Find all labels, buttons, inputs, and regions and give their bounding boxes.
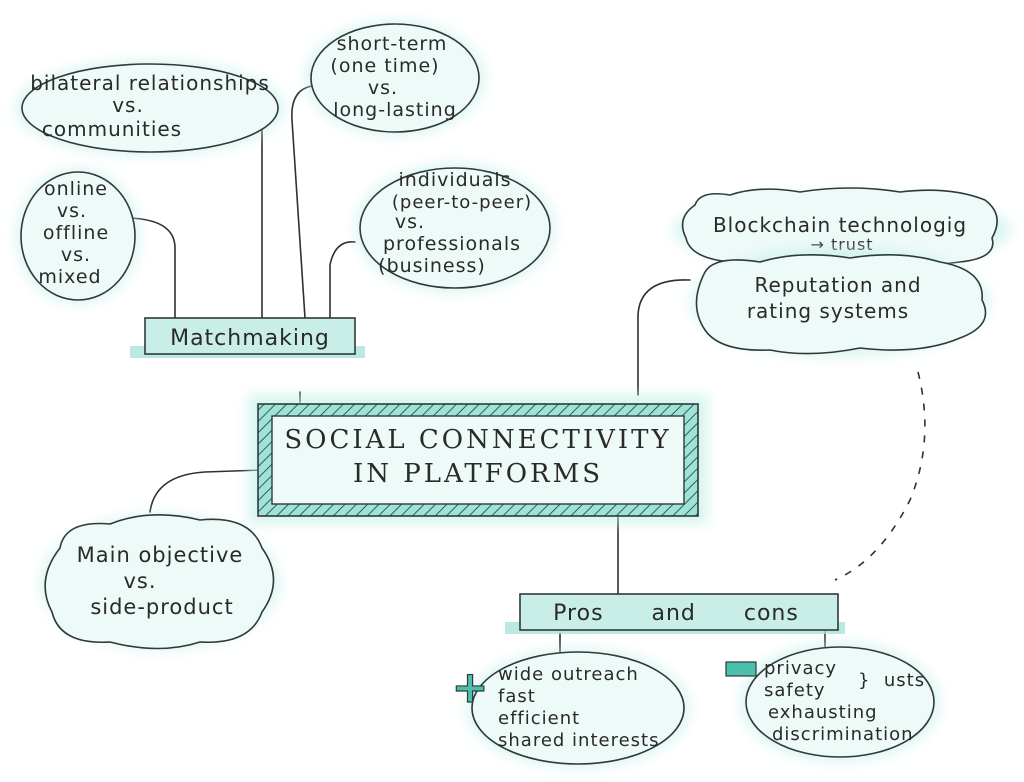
short-term-line1: short-term: [337, 33, 448, 55]
objective-line2: vs.: [123, 569, 156, 593]
cons-line1: privacy: [764, 658, 837, 679]
center-title-line1: SOCIAL CONNECTIVITY: [284, 425, 671, 455]
short-term-line3: vs.: [368, 77, 398, 99]
cons-line3: exhausting: [768, 702, 878, 723]
pros-cons-label: Pros and cons: [553, 601, 799, 626]
minus-icon: [725, 661, 757, 677]
bubble-pros: + wide outreach fast efficient shared in…: [451, 648, 690, 768]
bilateral-line3: communities: [42, 117, 182, 141]
short-term-line2: (one time): [330, 55, 439, 77]
bubble-short-term: short-term (one time) vs. long-lasting: [305, 20, 485, 136]
individuals-line5: (business): [378, 255, 486, 277]
pros-line2: fast: [498, 686, 536, 707]
bubble-online: online vs. offline vs. mixed: [16, 168, 140, 304]
individuals-line2: (peer-to-peer): [392, 192, 532, 213]
online-line4: vs.: [61, 244, 91, 266]
bubble-main-objective: Main objective vs. side-product: [40, 514, 280, 650]
bubble-reputation: Reputation and rating systems: [690, 247, 990, 357]
bubble-blockchain: Blockchain technologig → trust: [672, 187, 1012, 268]
plus-icon: +: [452, 662, 489, 713]
center-title-line2: IN PLATFORMS: [353, 459, 603, 489]
matchmaking-banner: Matchmaking: [130, 317, 365, 358]
center-title-box: SOCIAL CONNECTIVITY IN PLATFORMS: [248, 394, 708, 524]
bubble-individuals: individuals (peer-to-peer) vs. professio…: [355, 163, 555, 293]
individuals-line3: vs.: [395, 211, 425, 233]
pros-line1: wide outreach: [498, 664, 639, 685]
pros-line4: shared interests: [498, 730, 659, 751]
online-line5: mixed: [38, 266, 101, 288]
online-line3: offline: [43, 222, 109, 244]
bilateral-line1: bilateral relationships: [30, 71, 270, 95]
short-term-line4: long-lasting: [333, 99, 457, 121]
blockchain-label: Blockchain technologig: [713, 213, 967, 237]
reputation-line2: rating systems: [747, 299, 909, 323]
objective-line1: Main objective: [77, 543, 244, 567]
online-line1: online: [44, 178, 108, 200]
bubble-cons: privacy safety } usts exhausting discrim…: [725, 642, 940, 762]
bubble-bilateral: bilateral relationships vs. communities: [15, 60, 285, 156]
matchmaking-label: Matchmaking: [170, 326, 330, 351]
cons-group: } usts: [858, 670, 925, 691]
bilateral-line2: vs.: [112, 93, 144, 117]
pros-cons-banner: Pros and cons: [505, 593, 845, 634]
objective-line3: side-product: [90, 595, 233, 619]
individuals-line1: individuals: [398, 169, 511, 191]
individuals-line4: professionals: [383, 233, 521, 255]
reputation-line1: Reputation and: [754, 273, 921, 297]
online-line2: vs.: [57, 200, 87, 222]
pros-line3: efficient: [498, 708, 580, 729]
cons-line2: safety: [764, 680, 826, 701]
cons-line4: discrimination: [772, 724, 914, 745]
